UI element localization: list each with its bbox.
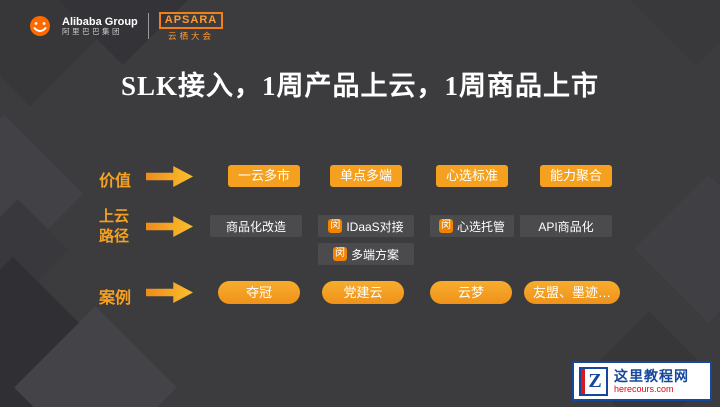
flow-arrow-icon (146, 216, 193, 237)
path-item-label: 多端方案 (350, 247, 399, 262)
apsara-logo: APSARA 云栖大会 (158, 12, 224, 41)
watermark-logo-letter: Z (588, 370, 602, 392)
path-item-label: 商品化改造 (225, 219, 286, 234)
watermark-logo-icon: Z (579, 366, 608, 396)
path-item-label: IDaaS对接 (346, 219, 404, 234)
value-item: 心选标准 (436, 165, 508, 187)
path-item: API商品化 (520, 215, 612, 237)
alibaba-name-cn: 阿里巴巴集团 (62, 27, 122, 37)
path-item-label: 心选托管 (456, 219, 505, 234)
value-item: 能力聚合 (540, 165, 612, 187)
apsara-wordmark: APSARA (158, 12, 224, 29)
case-item: 云梦 (430, 281, 512, 304)
watermark-site-url: herecours.com (614, 383, 674, 394)
row-label-case: 案例 (99, 290, 132, 307)
apsara-name-cn: 云栖大会 (168, 31, 215, 41)
slide-title: SLK接入，1周产品上云，1周商品上市 (120, 71, 600, 101)
app-badge-icon: 闵 (328, 219, 343, 233)
path-item: 闵 心选托管 (430, 215, 514, 237)
flow-arrow-icon (146, 282, 193, 303)
header: Alibaba Group 阿里巴巴集团 APSARA 云栖大会 (28, 12, 224, 41)
case-item: 夺冠 (218, 281, 300, 304)
alibaba-name: Alibaba Group (62, 15, 138, 28)
case-item: 友盟、墨迹… (524, 281, 620, 304)
value-item: 单点多端 (330, 165, 402, 187)
alibaba-logo-icon (30, 16, 50, 37)
site-watermark: Z 这里教程网 herecours.com (572, 361, 712, 401)
app-badge-icon: 闵 (332, 247, 347, 261)
bg-diamond-shape (634, 174, 720, 323)
bg-diamond-shape (625, 0, 720, 66)
case-item: 党建云 (322, 281, 404, 304)
path-item: 闵 IDaaS对接 (318, 215, 414, 237)
watermark-text: 这里教程网 herecours.com (614, 368, 689, 394)
value-item: 一云多市 (228, 165, 300, 187)
path-item: 商品化改造 (210, 215, 302, 237)
row-label-value: 价值 (99, 173, 132, 190)
header-divider (147, 13, 149, 40)
alibaba-wordmark: Alibaba Group 阿里巴巴集团 (62, 16, 138, 37)
row-label-path: 上云路径 (99, 208, 130, 245)
path-item-label: API商品化 (538, 219, 594, 234)
app-badge-icon: 闵 (438, 219, 453, 233)
flow-arrow-icon (146, 166, 193, 187)
path-item: 闵 多端方案 (318, 243, 414, 265)
watermark-site-name: 这里教程网 (614, 367, 689, 384)
